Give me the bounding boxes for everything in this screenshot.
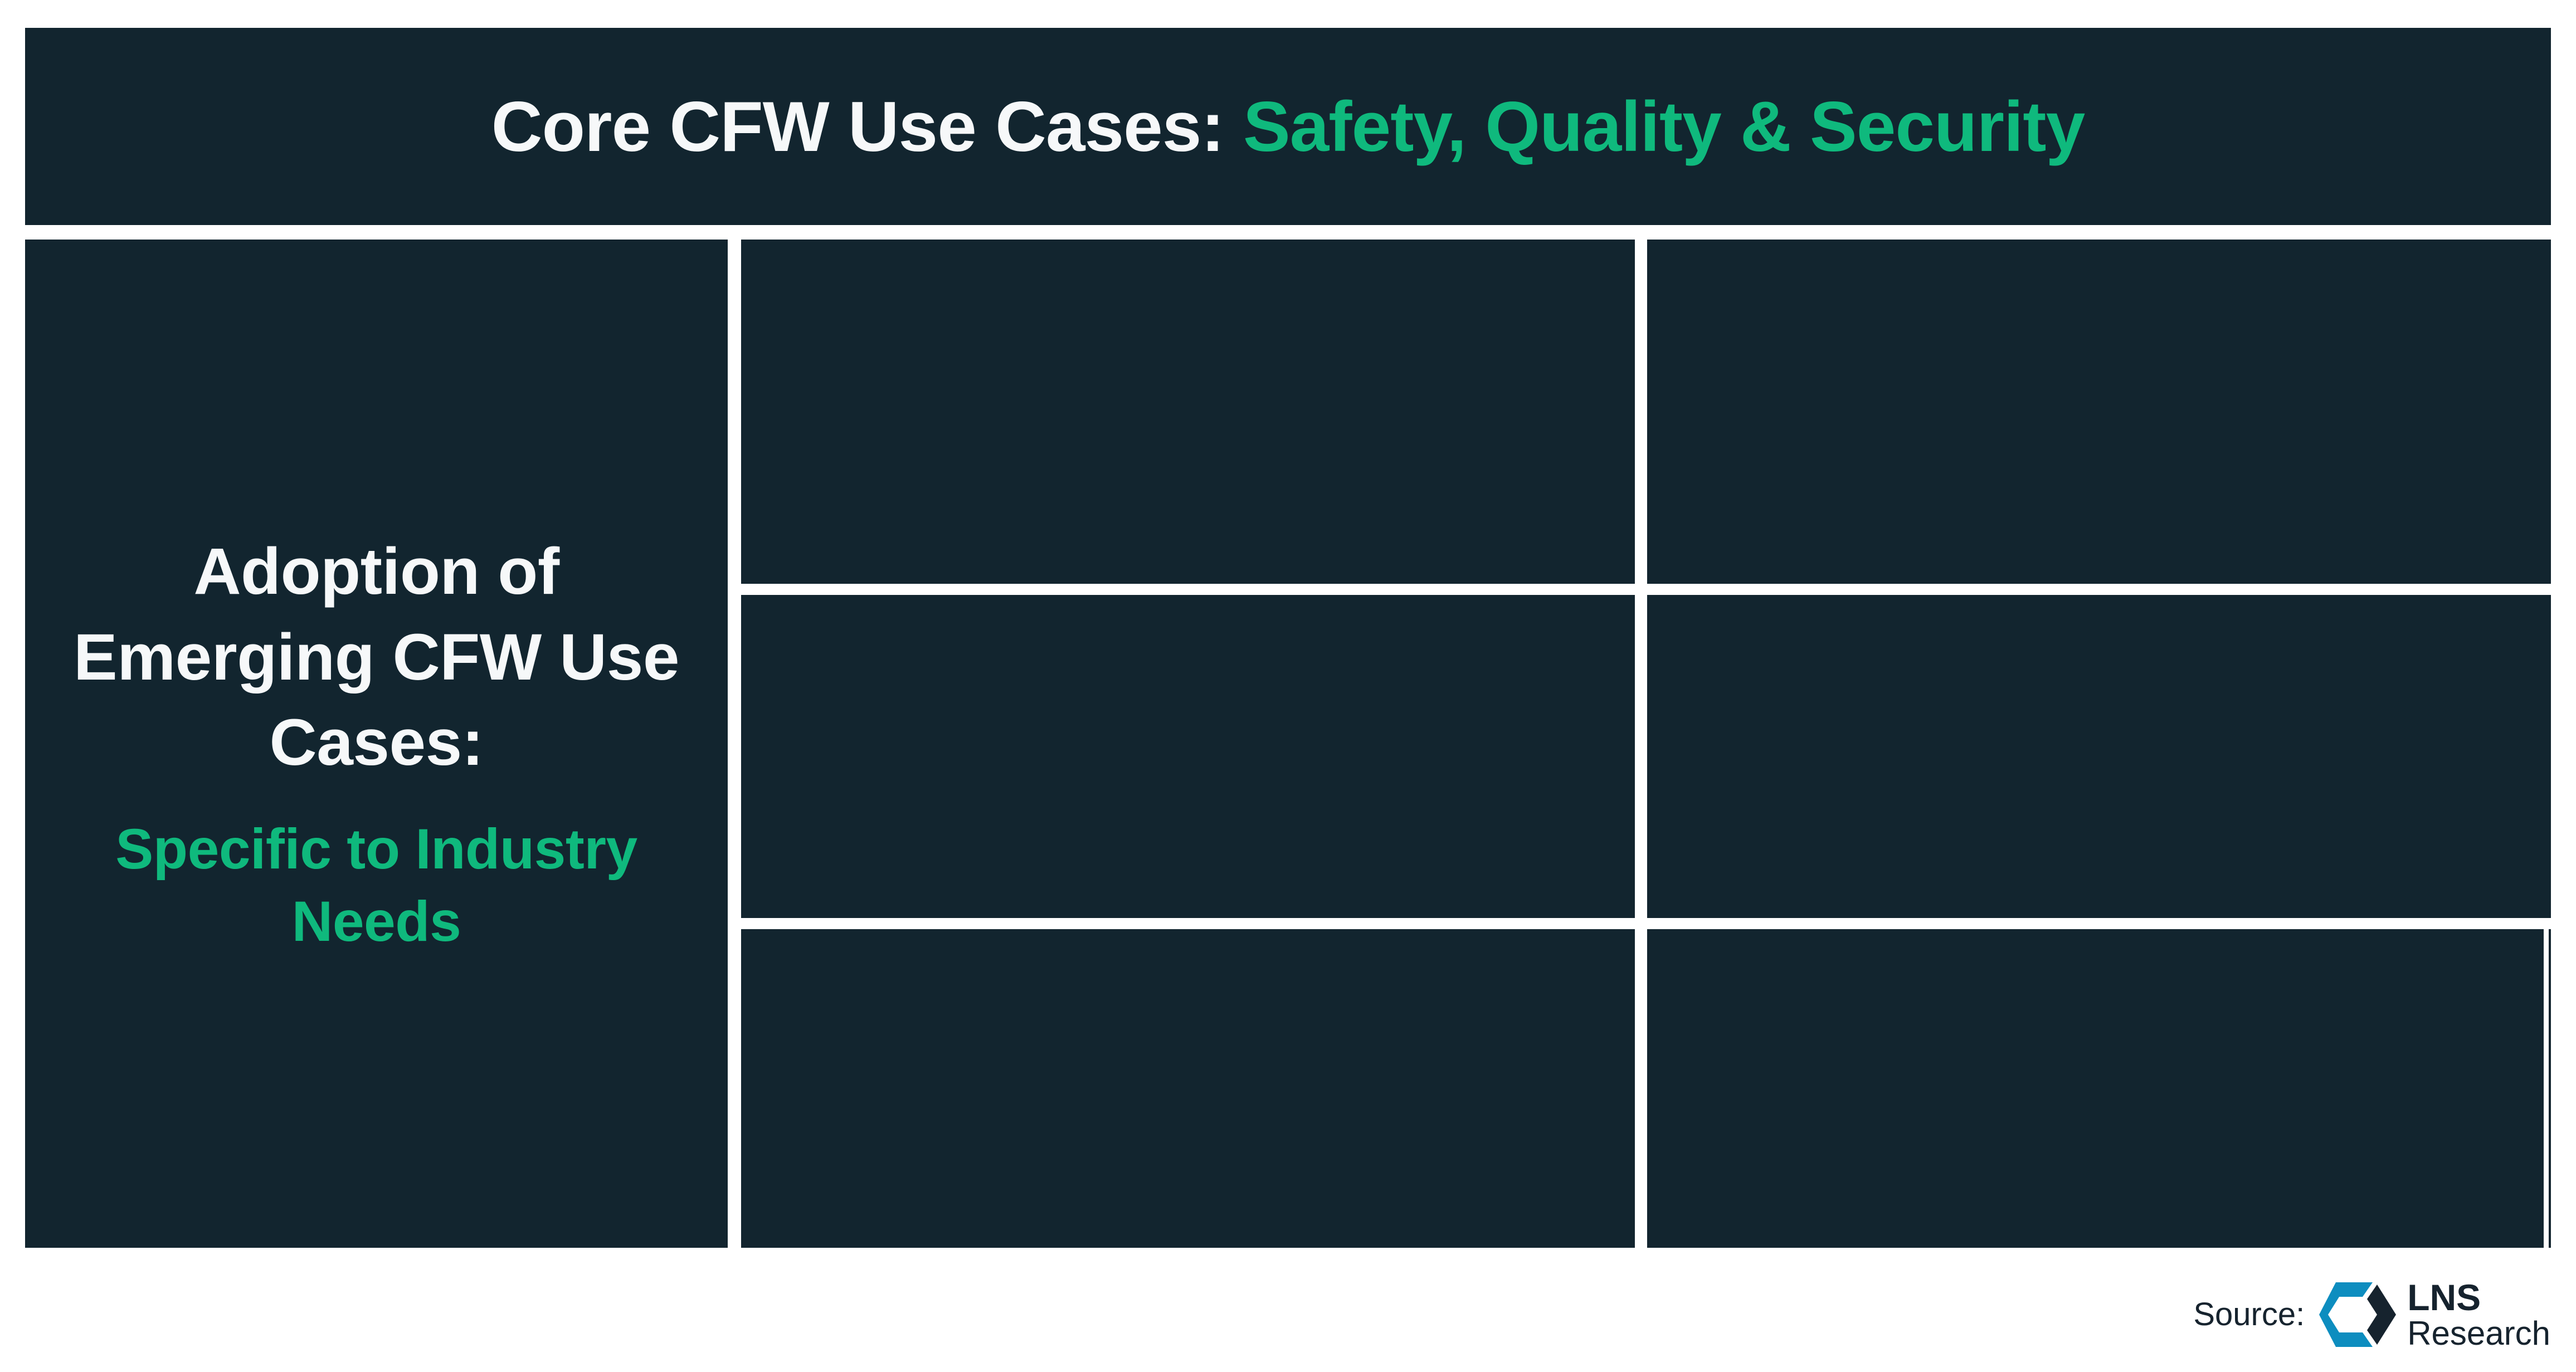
lns-logo-name: LNS (2407, 1277, 2481, 1318)
grid-cell-row3-col1 (741, 929, 1635, 1248)
lns-logo-subname: Research (2407, 1315, 2550, 1352)
lns-hexagon-chevron-icon (2319, 1282, 2397, 1347)
vertical-divider-right (2544, 929, 2549, 1248)
page-title-accent: Safety, Quality & Security (1243, 86, 2085, 166)
slide-header: Core CFW Use Cases: Safety, Quality & Se… (25, 28, 2551, 225)
page-title: Core CFW Use Cases: Safety, Quality & Se… (491, 91, 2085, 162)
horizontal-divider-1 (741, 584, 2551, 595)
content-grid: Adoption of Emerging CFW Use Cases: Spec… (25, 240, 2551, 1248)
lns-logo-wordmark: LNS Research (2407, 1279, 2550, 1350)
grid-cell-row3-col3 (2549, 929, 2551, 1248)
source-attribution: Source: LNS Research (2193, 1278, 2550, 1351)
vertical-divider-2 (1635, 240, 1647, 1248)
vertical-divider-1 (728, 240, 741, 1248)
sidebar-heading: Adoption of Emerging CFW Use Cases: (74, 535, 679, 780)
sidebar-subheading: Specific to Industry Needs (115, 817, 637, 954)
grid-cell-row1-col1 (741, 240, 1635, 584)
page-title-primary: Core CFW Use Cases: (491, 86, 1225, 166)
header-divider (25, 225, 2551, 240)
grid-cell-row2-col1 (741, 595, 1635, 918)
page-title-space (1224, 87, 1243, 166)
source-label: Source: (2193, 1296, 2305, 1332)
grid-cell-row3-col2 (1647, 929, 2544, 1248)
sidebar-label-cell: Adoption of Emerging CFW Use Cases: Spec… (25, 240, 728, 1248)
grid-cell-row1-col2 (1647, 240, 2551, 584)
horizontal-divider-2 (741, 918, 2551, 929)
slide-panel: Core CFW Use Cases: Safety, Quality & Se… (25, 28, 2551, 1248)
lns-research-logo: LNS Research (2319, 1279, 2550, 1350)
grid-cell-row2-col2 (1647, 595, 2551, 918)
